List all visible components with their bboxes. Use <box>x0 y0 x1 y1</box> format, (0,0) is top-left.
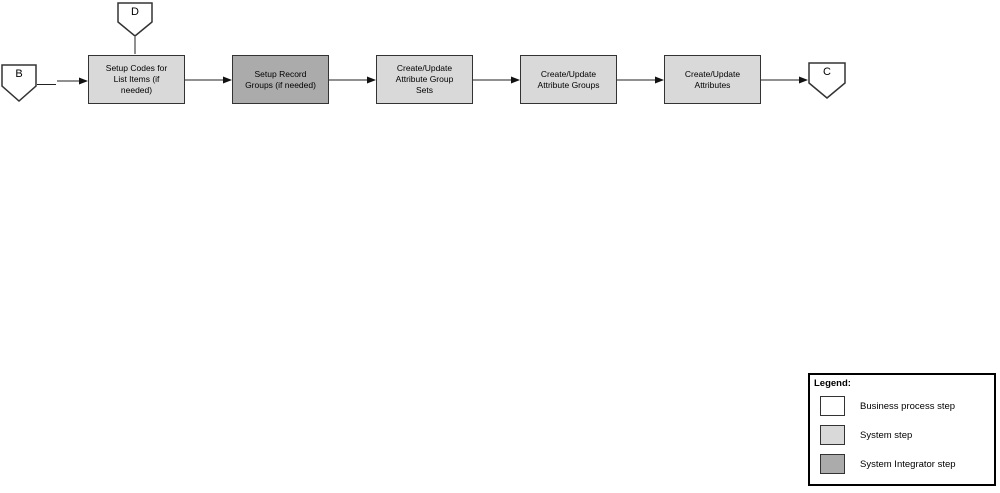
legend-swatch-system-integrator-step <box>820 454 845 474</box>
connector-d-label: D <box>131 6 139 18</box>
step-setup-record-groups: Setup Record Groups (if needed) <box>232 55 329 104</box>
legend-label-business-process: Business process step <box>860 400 956 412</box>
legend-row-system-integrator-step: System Integrator step <box>820 454 956 474</box>
legend-swatch-business-process <box>820 396 845 416</box>
offpage-connector-b: B <box>1 64 37 102</box>
step-create-update-attribute-groups: Create/Update Attribute Groups <box>520 55 617 104</box>
legend: Legend: Business process step System ste… <box>808 373 996 486</box>
legend-row-system-step: System step <box>820 425 912 445</box>
step-create-update-attributes: Create/Update Attributes <box>664 55 761 104</box>
legend-label-system-step: System step <box>860 429 913 441</box>
connector-b-label: B <box>15 68 23 80</box>
legend-title: Legend: <box>814 378 851 389</box>
legend-row-business-process: Business process step <box>820 396 955 416</box>
connector-c-label: C <box>823 66 831 78</box>
step-create-update-attribute-group-sets: Create/Update Attribute Group Sets <box>376 55 473 104</box>
offpage-connector-d: D <box>117 2 153 37</box>
legend-label-system-integrator-step: System Integrator step <box>860 458 956 470</box>
pentagon-shape-b <box>1 64 37 102</box>
step-setup-codes-for-list-items: Setup Codes for List Items (if needed) <box>88 55 185 104</box>
offpage-connector-c: C <box>808 62 846 99</box>
pentagon-shape-d <box>117 2 153 37</box>
pentagon-shape-c <box>808 62 846 99</box>
legend-swatch-system-step <box>820 425 845 445</box>
